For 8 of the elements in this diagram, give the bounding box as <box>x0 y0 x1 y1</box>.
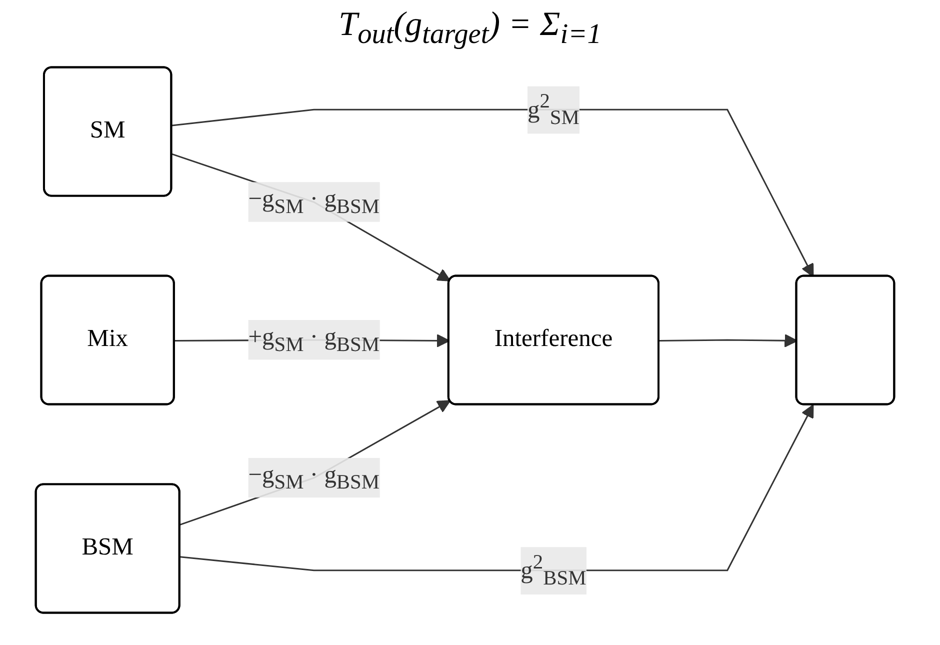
arrow <box>180 404 814 571</box>
arrow <box>172 108 814 277</box>
edge-label: −g$_{SM}$ · g$_{BSM}$ <box>248 186 380 218</box>
edge-label: +g$_{SM}$ · g$_{BSM}$ <box>248 324 380 356</box>
arrow <box>180 400 451 526</box>
formula-heading: T$_{out}$(g$_{target}$) = Σ$_{i=1}$ <box>338 6 602 51</box>
arrow <box>172 153 451 282</box>
edge-label: −g$_{SM}$ · g$_{BSM}$ <box>248 462 380 494</box>
